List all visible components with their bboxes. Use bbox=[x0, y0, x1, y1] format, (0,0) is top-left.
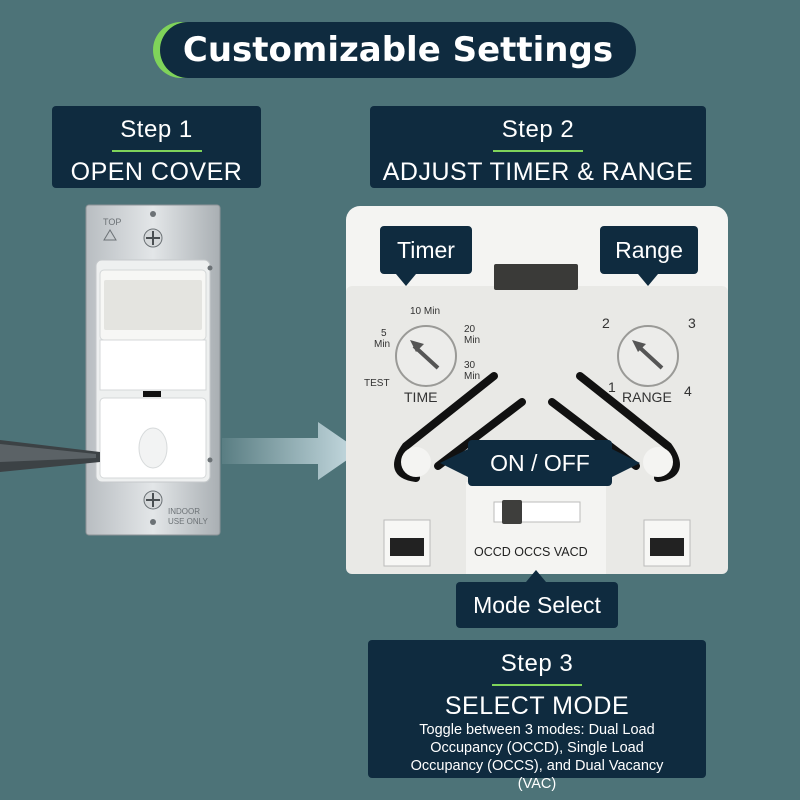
step-3-description: Toggle between 3 modes: Dual Load Occupa… bbox=[410, 722, 664, 792]
svg-text:4: 4 bbox=[684, 383, 692, 399]
svg-text:3: 3 bbox=[688, 315, 696, 331]
svg-text:2: 2 bbox=[602, 315, 610, 331]
svg-text:10 Min: 10 Min bbox=[410, 306, 440, 317]
svg-text:OCCD OCCS VACD: OCCD OCCS VACD bbox=[474, 545, 588, 559]
step-3-label: Step 3 bbox=[500, 650, 574, 677]
step-2-divider bbox=[493, 150, 583, 152]
svg-text:TEST: TEST bbox=[364, 378, 390, 389]
svg-text:20: 20 bbox=[464, 324, 476, 335]
step-2-title: ADJUST TIMER & RANGE bbox=[382, 158, 694, 186]
svg-text:1: 1 bbox=[608, 379, 616, 395]
svg-text:30: 30 bbox=[464, 360, 476, 371]
svg-text:Min: Min bbox=[464, 335, 480, 346]
svg-text:TIME: TIME bbox=[404, 389, 437, 405]
step-1-box: Step 1 OPEN COVER bbox=[52, 106, 261, 188]
svg-text:TOP: TOP bbox=[103, 217, 121, 227]
on-off-callout: ON / OFF bbox=[468, 440, 612, 486]
range-callout: Range bbox=[600, 226, 698, 274]
svg-text:Min: Min bbox=[464, 371, 480, 382]
svg-text:5: 5 bbox=[381, 328, 387, 339]
svg-text:RANGE: RANGE bbox=[622, 389, 672, 405]
step-1-divider bbox=[111, 150, 202, 152]
motion-sensor-switch-illustration: TOP INDOOR USE ONLY bbox=[0, 204, 221, 536]
step-3-box: Step 3 SELECT MODE Toggle between 3 mode… bbox=[368, 640, 706, 792]
page-title: Customizable Settings bbox=[160, 22, 636, 78]
step-1-label: Step 1 bbox=[120, 116, 193, 143]
range-callout-pointer bbox=[638, 274, 658, 286]
right-pointer-icon bbox=[610, 448, 640, 478]
svg-text:USE ONLY: USE ONLY bbox=[168, 517, 209, 526]
svg-text:INDOOR: INDOOR bbox=[168, 507, 200, 516]
timer-callout: Timer bbox=[380, 226, 472, 274]
step-3-divider bbox=[492, 684, 582, 686]
svg-text:Min: Min bbox=[374, 339, 390, 350]
right-arrow-icon bbox=[222, 422, 360, 480]
mode-select-pointer bbox=[526, 570, 546, 582]
step-2-label: Step 2 bbox=[501, 116, 575, 143]
left-pointer-icon bbox=[440, 448, 470, 478]
timer-callout-pointer bbox=[396, 274, 416, 286]
step-3-title: SELECT MODE bbox=[444, 692, 630, 720]
mode-select-callout: Mode Select bbox=[456, 582, 618, 628]
step-2-box: Step 2 ADJUST TIMER & RANGE bbox=[370, 106, 706, 188]
step-1-title: OPEN COVER bbox=[70, 158, 243, 186]
sensor-settings-panel: 5 Min 10 Min 20 Min 30 Min TEST TIME 2 3… bbox=[346, 206, 728, 574]
